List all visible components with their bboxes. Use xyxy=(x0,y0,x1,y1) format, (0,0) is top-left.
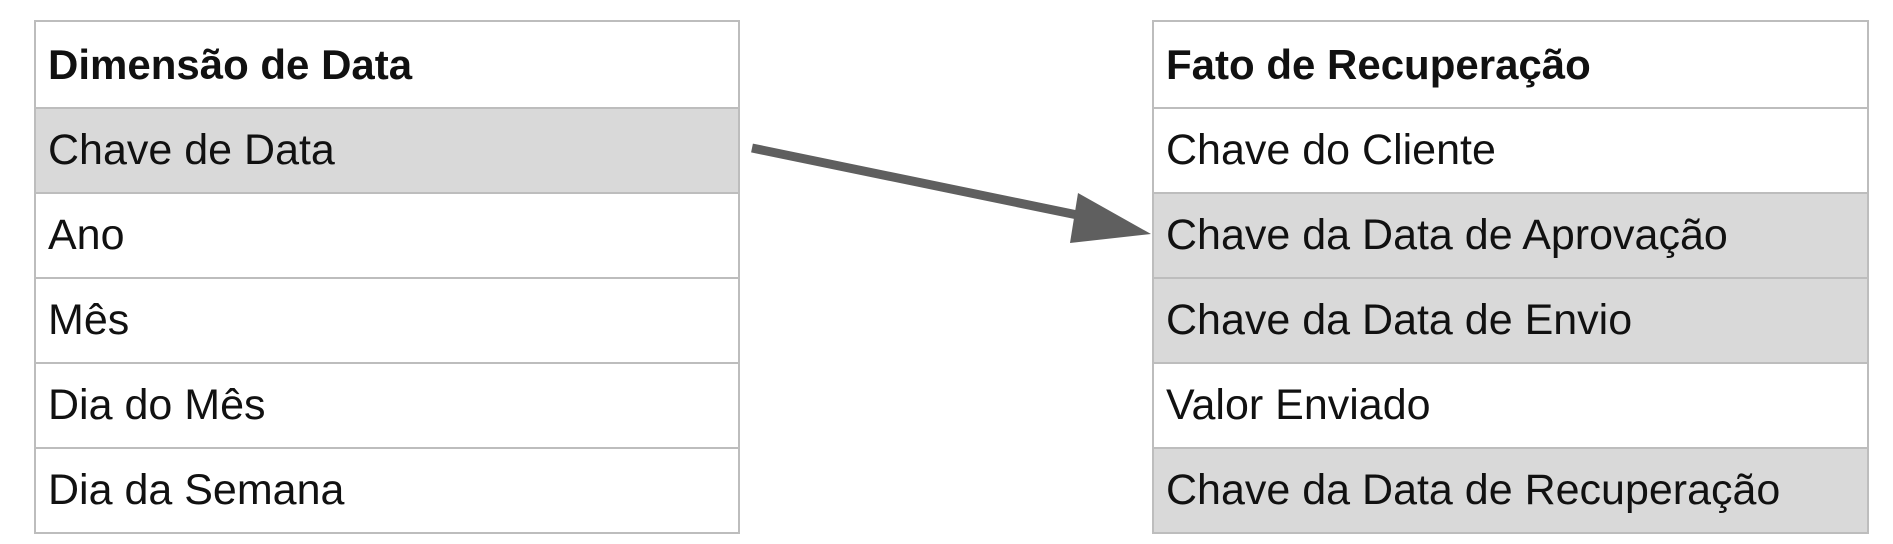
date-dimension-row-date-key: Chave de Data xyxy=(36,107,738,192)
date-dimension-row-day-of-week: Dia da Semana xyxy=(36,447,738,532)
date-dimension-table: Dimensão de Data Chave de Data Ano Mês D… xyxy=(34,20,740,534)
recovery-fact-title: Fato de Recuperação xyxy=(1166,40,1591,88)
date-dimension-row-year: Ano xyxy=(36,192,738,277)
recovery-fact-row-shipped-value: Valor Enviado xyxy=(1154,362,1867,447)
relationship-arrow-head xyxy=(1070,193,1151,243)
date-dimension-title: Dimensão de Data xyxy=(48,40,413,88)
date-dimension-row-day-of-month: Dia do Mês xyxy=(36,362,738,447)
date-dimension-row-month: Mês xyxy=(36,277,738,362)
recovery-fact-row-recovery-date-key: Chave da Data de Recuperação xyxy=(1154,447,1867,532)
recovery-fact-row-shipping-date-key: Chave da Data de Envio xyxy=(1154,277,1867,362)
recovery-fact-row-approval-date-key: Chave da Data de Aprovação xyxy=(1154,192,1867,277)
recovery-fact-row-customer-key: Chave do Cliente xyxy=(1154,107,1867,192)
recovery-fact-table: Fato de Recuperação Chave do Cliente Cha… xyxy=(1152,20,1869,534)
relationship-arrow-line xyxy=(751,143,1093,223)
